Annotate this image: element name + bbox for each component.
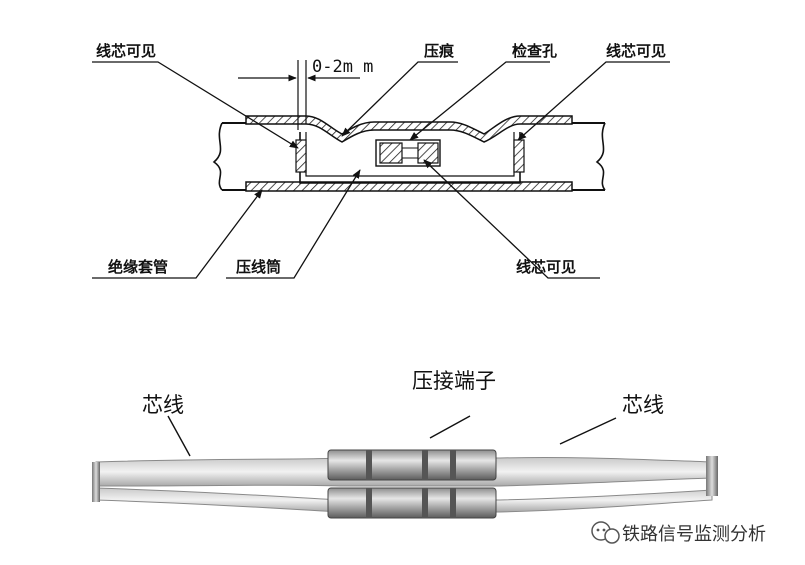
- core-end-right: [513, 139, 525, 173]
- core-in-hole-right: [417, 142, 439, 164]
- watermark-text: 铁路信号监测分析: [622, 524, 766, 545]
- label-crimp-terminal: 压接端子: [412, 369, 496, 393]
- label-core-wire-right: 芯线: [622, 393, 664, 417]
- wire-end-left: [92, 462, 100, 502]
- wire-end-right: [706, 456, 718, 496]
- photo-leader-lines: [167, 415, 617, 457]
- label-insulation-sleeve: 绝缘套管: [108, 258, 168, 276]
- core-end-left: [295, 139, 307, 173]
- crimp-terminal-photo: 芯线 压接端子 芯线: [92, 369, 718, 519]
- label-core-visible-left: 线芯可见: [96, 42, 156, 60]
- inspection-hole: [375, 139, 441, 167]
- leader-lines: [92, 61, 670, 279]
- insulation-sleeve: [245, 115, 573, 192]
- right-wire: [520, 122, 606, 191]
- core-in-hole-left: [379, 142, 403, 164]
- label-core-wire-left: 芯线: [142, 393, 184, 417]
- label-core-visible-bottom: 线芯可见: [516, 258, 576, 276]
- label-inspection-hole: 检查孔: [512, 42, 557, 60]
- crimp-sleeve-lower: [327, 487, 497, 519]
- label-crimp-mark: 压痕: [424, 42, 455, 60]
- label-core-visible-right: 线芯可见: [606, 42, 666, 60]
- gap-dimension: 0-2m m: [238, 57, 373, 130]
- label-crimp-barrel: 压线筒: [236, 258, 281, 276]
- crimp-cross-section-diagram: 0-2m m 线芯可见 压痕 检查孔 线芯可见 绝缘套管 压线筒 线芯可见: [92, 42, 670, 279]
- watermark: 铁路信号监测分析: [591, 521, 766, 545]
- left-wire: [212, 122, 300, 191]
- crimp-barrel: [295, 132, 525, 184]
- crimp-sleeve-upper: [327, 449, 497, 481]
- wechat-icon: [591, 521, 620, 544]
- gap-dimension-label: 0-2m m: [312, 57, 373, 77]
- crimp-marks: [366, 450, 456, 518]
